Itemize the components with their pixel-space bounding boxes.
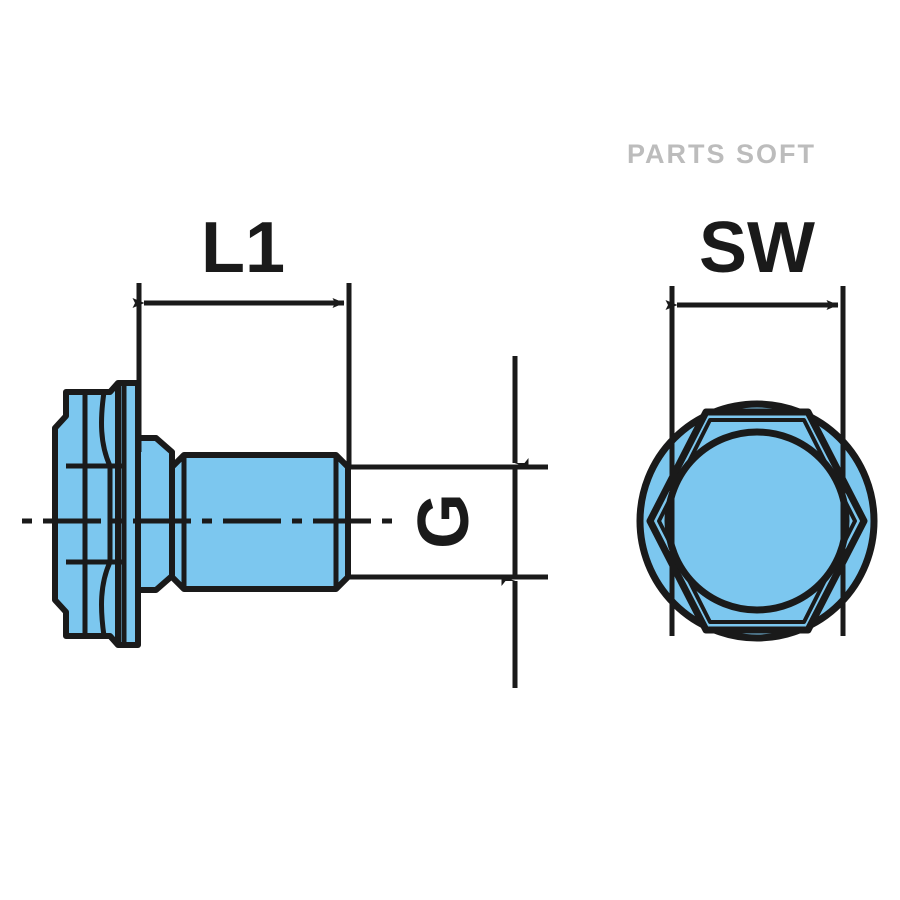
dimension-L1: L1	[132, 208, 352, 468]
SW-label: SW	[699, 208, 815, 288]
dimension-G: G	[348, 356, 548, 688]
dimension-SW: SW	[665, 208, 846, 636]
hex-head-and-flange	[52, 380, 141, 648]
hex-chamfer-arc-top	[99, 391, 113, 468]
shank-undercut	[135, 435, 175, 593]
hexagon-chamfer-outline	[657, 418, 857, 624]
L1-label: L1	[201, 208, 285, 288]
watermark-label: PARTS SOFT	[627, 139, 816, 169]
G-label: G	[404, 493, 484, 549]
side-elevation-view	[22, 380, 400, 648]
inner-circle	[664, 428, 850, 614]
undercut-profile	[135, 435, 175, 593]
hex-chamfer-arc-bottom	[99, 560, 113, 637]
end-view	[636, 400, 878, 642]
